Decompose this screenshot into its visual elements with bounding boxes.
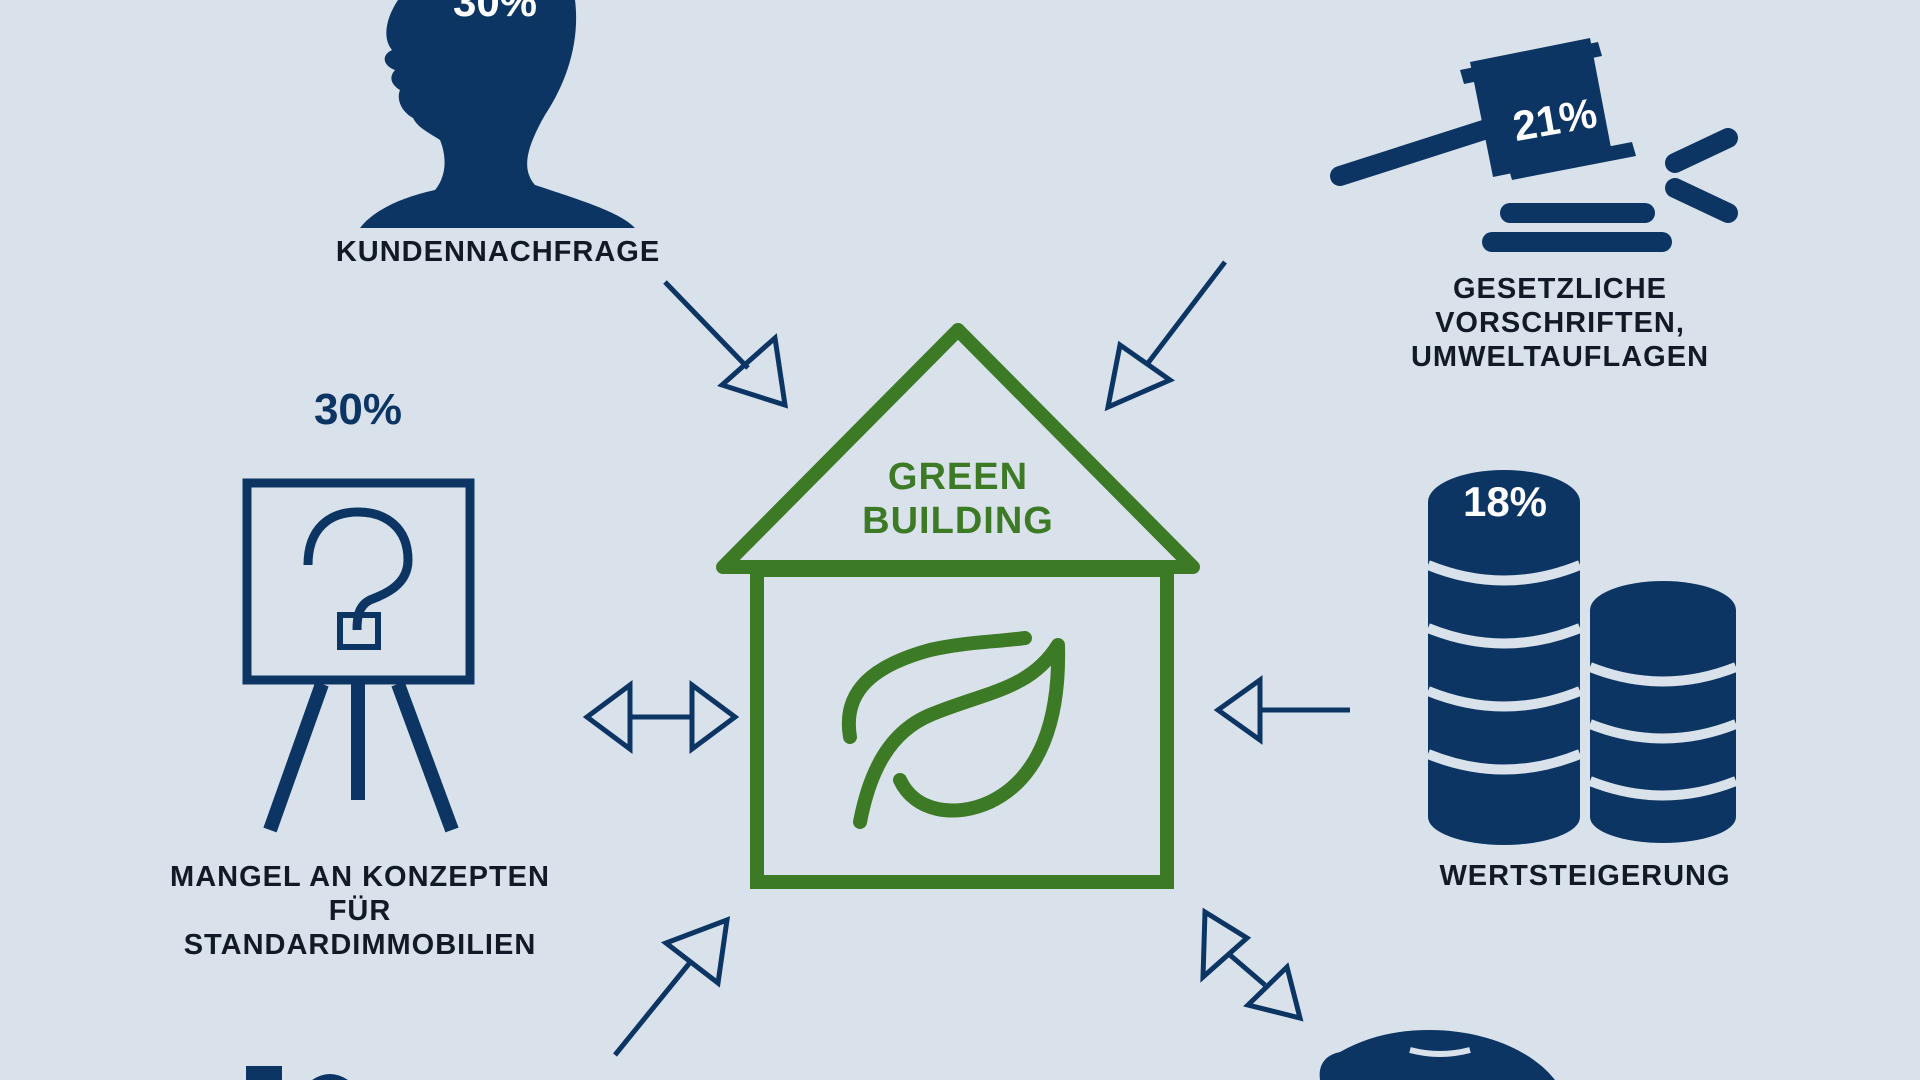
gesetzliche-line-1: GESETZLICHE bbox=[1452, 273, 1667, 305]
leaf-icon bbox=[841, 631, 1066, 829]
kundennachfrage-label: KUNDENNACHFRAGE bbox=[335, 236, 661, 268]
arrow-kundennachfrage bbox=[663, 280, 789, 409]
house-icon bbox=[716, 323, 1200, 889]
wertsteigerung-percent: 18% bbox=[1462, 478, 1548, 525]
gesetzliche-line-3: UMWELTAUFLAGEN bbox=[1410, 341, 1710, 373]
mangel-line-1: MANGEL AN KONZEPTEN bbox=[170, 861, 550, 893]
mangel-percent: 30% bbox=[313, 385, 403, 434]
question-easel-icon bbox=[242, 478, 475, 833]
piggy-bank-icon bbox=[1319, 1030, 1555, 1080]
green-building-title: GREEN BUILDING bbox=[808, 455, 1108, 543]
coin-stack-icon bbox=[1426, 470, 1738, 845]
mangel-line-2: FÜR bbox=[328, 895, 392, 927]
green-building-line-1: GREEN bbox=[887, 456, 1029, 498]
gesetzliche-line-2: VORSCHRIFTEN, bbox=[1435, 307, 1685, 339]
mangel-line-3: STANDARDIMMOBILIEN bbox=[183, 929, 537, 961]
arrow-mangel-double bbox=[582, 680, 740, 754]
arrow-bottom-left bbox=[613, 916, 731, 1057]
gavel-icon bbox=[1330, 38, 1738, 252]
arrow-wertsteigerung bbox=[1213, 675, 1350, 745]
arrow-bottom-right-double bbox=[1200, 907, 1304, 1022]
partial-icon-bottom-left bbox=[246, 1066, 348, 1080]
green-building-line-2: BUILDING bbox=[862, 500, 1054, 542]
arrow-gesetzliche bbox=[1104, 260, 1227, 412]
gesetzliche-label: GESETZLICHE VORSCHRIFTEN, UMWELTAUFLAGEN bbox=[1370, 272, 1750, 374]
head-icon bbox=[360, 0, 635, 228]
mangel-label: MANGEL AN KONZEPTEN FÜR STANDARDIMMOBILI… bbox=[130, 860, 590, 962]
wertsteigerung-label: WERTSTEIGERUNG bbox=[1439, 860, 1731, 892]
kundennachfrage-percent: 30% bbox=[452, 0, 538, 25]
